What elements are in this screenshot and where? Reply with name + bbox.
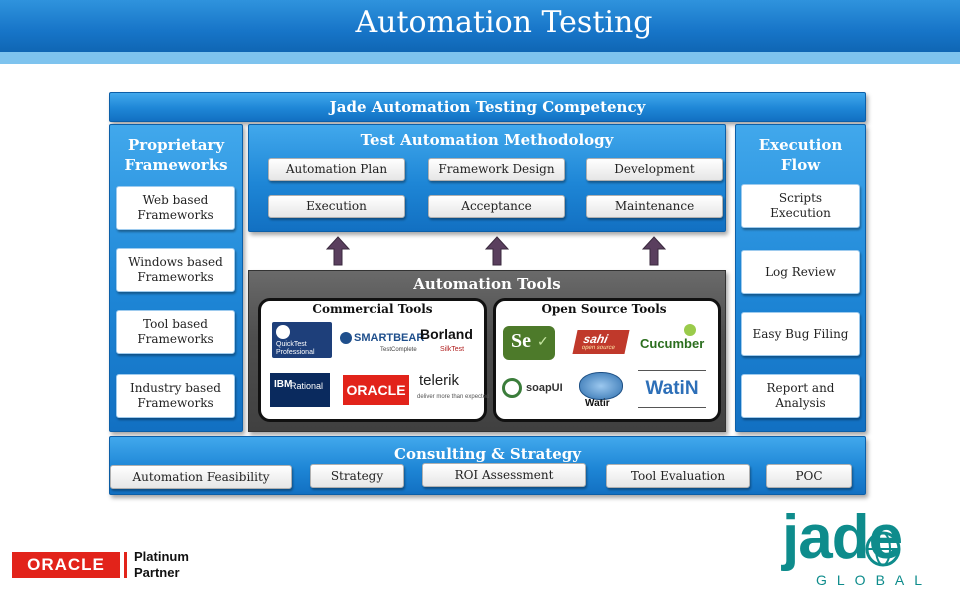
execution-flow-title: Execution Flow [758,136,843,174]
oracle-logo: ORACLE [343,375,409,405]
smartbear-logo: SMARTBEAR TestComplete [340,330,424,358]
automation-tools-title: Automation Tools [413,275,561,293]
title-bar-strip [0,52,960,64]
globe-icon [865,531,901,567]
methodology-automation-plan: Automation Plan [268,158,405,181]
cucumber-logo: Cucumber [640,324,710,358]
consulting-poc: POC [766,464,852,488]
execution-flow-log-review: Log Review [741,250,860,294]
title-bar [0,0,960,52]
methodology-acceptance: Acceptance [428,195,565,218]
competency-title: Jade Automation Testing Competency [329,98,646,116]
telerik-logo: telerik deliver more than expected [417,372,490,400]
up-arrow-icon [326,236,350,266]
watin-logo: WatiN [638,370,706,408]
commercial-tools-title: Commercial Tools [312,302,433,316]
methodology-maintenance: Maintenance [586,195,723,218]
jade-global-logo: jade GLOBAL [782,503,933,588]
execution-flow-bug-filing: Easy Bug Filing [741,312,860,356]
page-title: Automation Testing [355,5,653,40]
watir-logo: Watir [575,372,627,412]
selenium-logo: Se ✓ [503,326,555,360]
proprietary-frameworks-title: Proprietary Frameworks [124,136,228,174]
methodology-framework-design: Framework Design [428,158,565,181]
methodology-development: Development [586,158,723,181]
up-arrow-icon [642,236,666,266]
sahi-logo: sahi open source [572,330,630,354]
oracle-logo: ORACLE [12,552,120,578]
hp-quicktest-logo: QuickTest Professional [272,322,332,358]
borland-logo: Borland SilkTest [420,326,473,353]
consulting-automation-feasibility: Automation Feasibility [110,465,292,489]
competency-band: Jade Automation Testing Competency [109,92,866,122]
methodology-title: Test Automation Methodology [360,131,614,149]
ibm-rational-logo: IBM Rational [270,373,330,407]
open-source-tools-title: Open Source Tools [541,302,667,316]
up-arrow-icon [485,236,509,266]
methodology-execution: Execution [268,195,405,218]
open-source-tools-box [493,298,721,422]
consulting-strategy-title: Consulting & Strategy [394,445,581,463]
consulting-tool-evaluation: Tool Evaluation [606,464,750,488]
consulting-strategy: Strategy [310,464,404,488]
soapui-logo: soapUI [500,376,566,404]
oracle-platinum-partner-logo: ORACLE Platinum Partner [10,548,210,584]
consulting-roi-assessment: ROI Assessment [422,463,586,487]
